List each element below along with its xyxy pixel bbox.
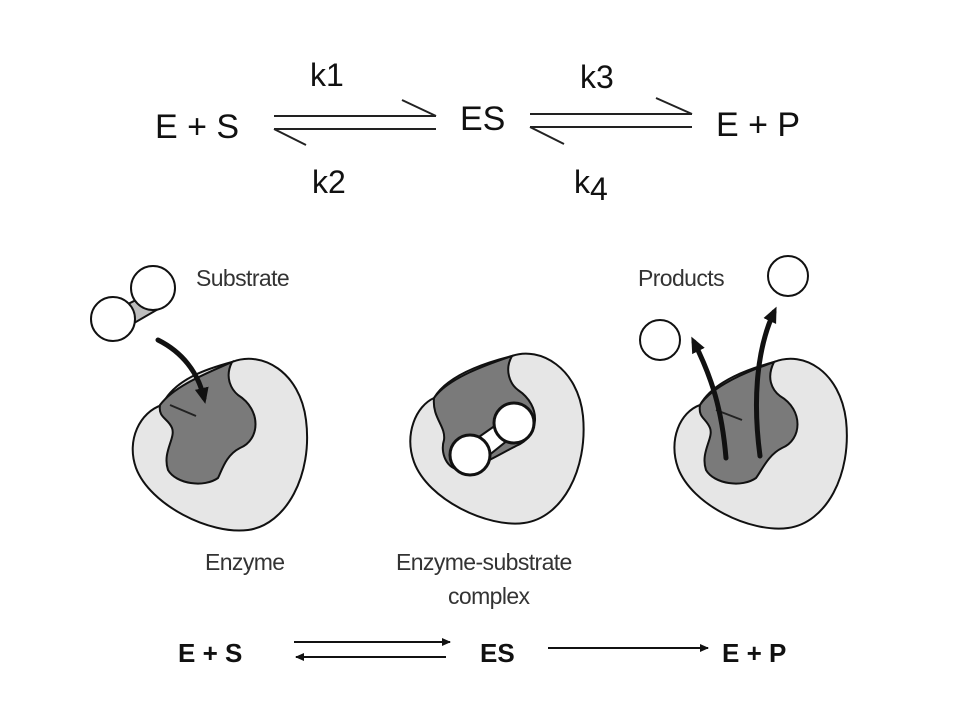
equilibrium-arrows-1 (273, 99, 437, 146)
substrate-label: Substrate (196, 265, 289, 291)
top-products: E + P (716, 106, 800, 144)
enzyme-panel: Substrate Enzyme (90, 265, 309, 575)
rate-constant-k4: k4 (574, 164, 608, 207)
top-equation: E + S ES E + P k1 k2 k3 k4 (155, 57, 800, 207)
bottom-products: E + P (722, 638, 786, 668)
bottom-complex: ES (480, 638, 515, 668)
complex-label-line1: Enzyme-substrate (396, 549, 572, 575)
top-reactants: E + S (155, 108, 239, 146)
product-release-arrow-2 (753, 306, 777, 459)
products-panel: Products (638, 255, 848, 530)
rate-constant-k1: k1 (310, 57, 344, 93)
bottom-equation: E + S ES E + P (178, 638, 786, 668)
product-circle-1 (639, 319, 681, 361)
product-circle-2 (767, 255, 809, 297)
complex-panel: Enzyme-substrate complex (396, 352, 585, 609)
equilibrium-arrows-2 (529, 97, 693, 145)
substrate-molecule (90, 265, 176, 342)
complex-label-line2: complex (448, 583, 531, 609)
bound-substrate (448, 401, 536, 477)
enzyme-label: Enzyme (205, 549, 284, 575)
substrate-binding-arrow (155, 337, 209, 404)
product-release-arrow-1 (691, 336, 729, 461)
products-label: Products (638, 265, 724, 291)
enzyme-active-site (158, 359, 257, 485)
top-complex: ES (460, 100, 505, 138)
rate-constant-k3: k3 (580, 59, 614, 95)
bottom-reactants: E + S (178, 638, 242, 668)
rate-constant-k2: k2 (312, 164, 346, 200)
